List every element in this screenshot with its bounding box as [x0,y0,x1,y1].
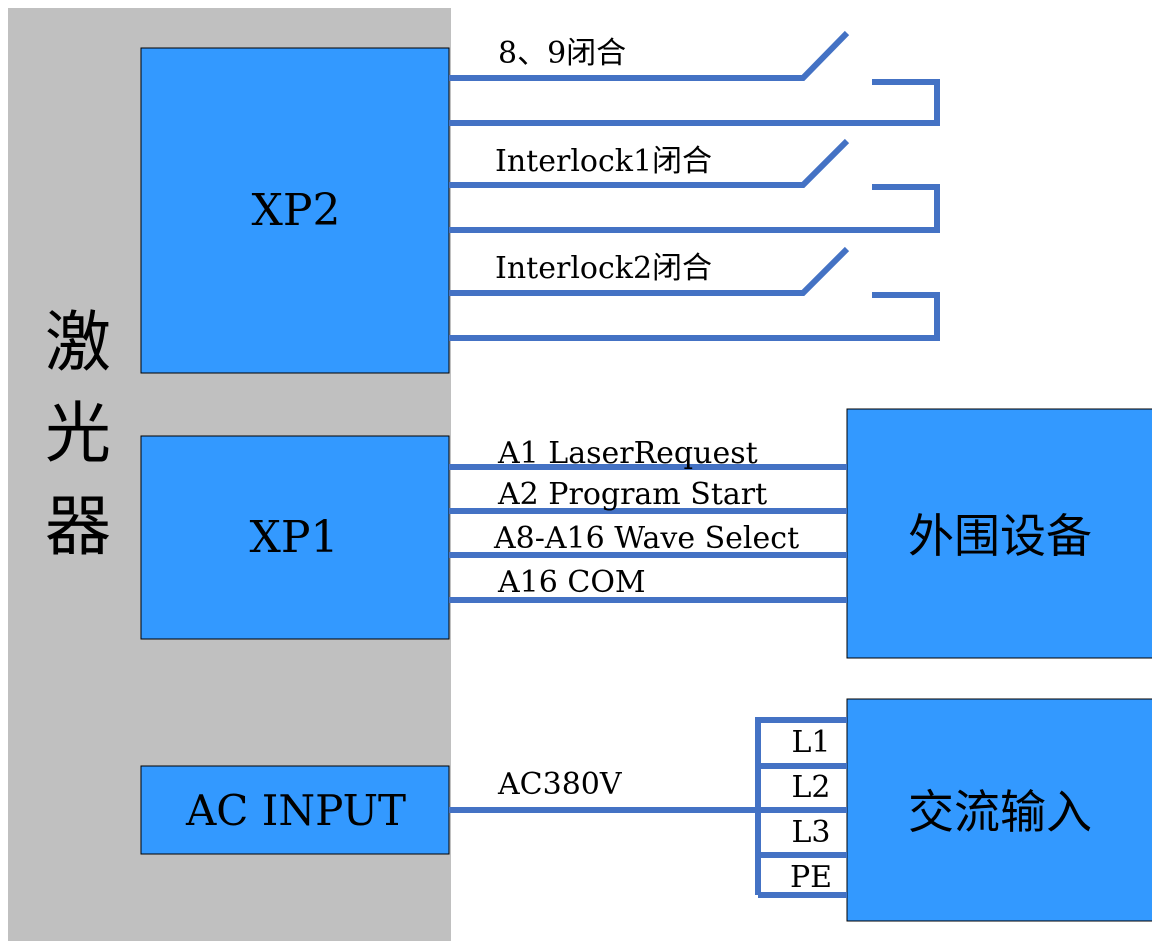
laser-label: 激 光 器 [45,304,111,565]
switch-1-return-wire [449,79,940,126]
signal-label-2: A2 Program Start [497,477,767,512]
switch-1-label: 8、9闭合 [498,36,626,71]
ac-supply-label: 交流输入 [908,785,1092,839]
ac-input-label: AC INPUT [185,786,406,835]
switch-circuit-2 [449,138,940,233]
signal-wires [449,464,847,603]
switch-2-upper-wire [449,138,850,188]
xp2-block [140,47,450,374]
switch-2-label: Interlock1闭合 [495,144,712,179]
switch-3-label: Interlock2闭合 [495,251,712,286]
power-wiring [449,717,847,898]
switch-circuit-3 [449,246,940,341]
terminal-label-l2: L2 [791,770,830,805]
switch-1-upper-wire [449,30,850,81]
ac-input-block [140,765,450,855]
xp1-label: XP1 [250,512,339,563]
switch-3-upper-wire [449,246,850,296]
switch-3-return-wire [449,292,940,341]
laser-label-char-2: 光 [45,395,111,472]
peripheral-label: 外围设备 [908,509,1092,563]
xp2-label: XP2 [252,185,341,236]
switch-2-return-wire [449,184,940,233]
terminal-label-l3: L3 [791,815,830,850]
terminal-label-pe: PE [790,860,832,895]
ac-supply-block [846,698,1152,922]
laser-label-char-1: 激 [45,304,111,381]
signal-label-4: A16 COM [497,565,646,600]
signal-label-3: A8-A16 Wave Select [493,521,799,556]
terminal-label-l1: L1 [791,725,830,760]
signal-label-1: A1 LaserRequest [497,436,758,471]
xp1-block [140,435,450,640]
switch-circuit-1 [449,30,940,126]
power-line-label: AC380V [497,767,623,802]
peripheral-block [846,408,1152,659]
laser-label-char-3: 器 [45,488,111,565]
